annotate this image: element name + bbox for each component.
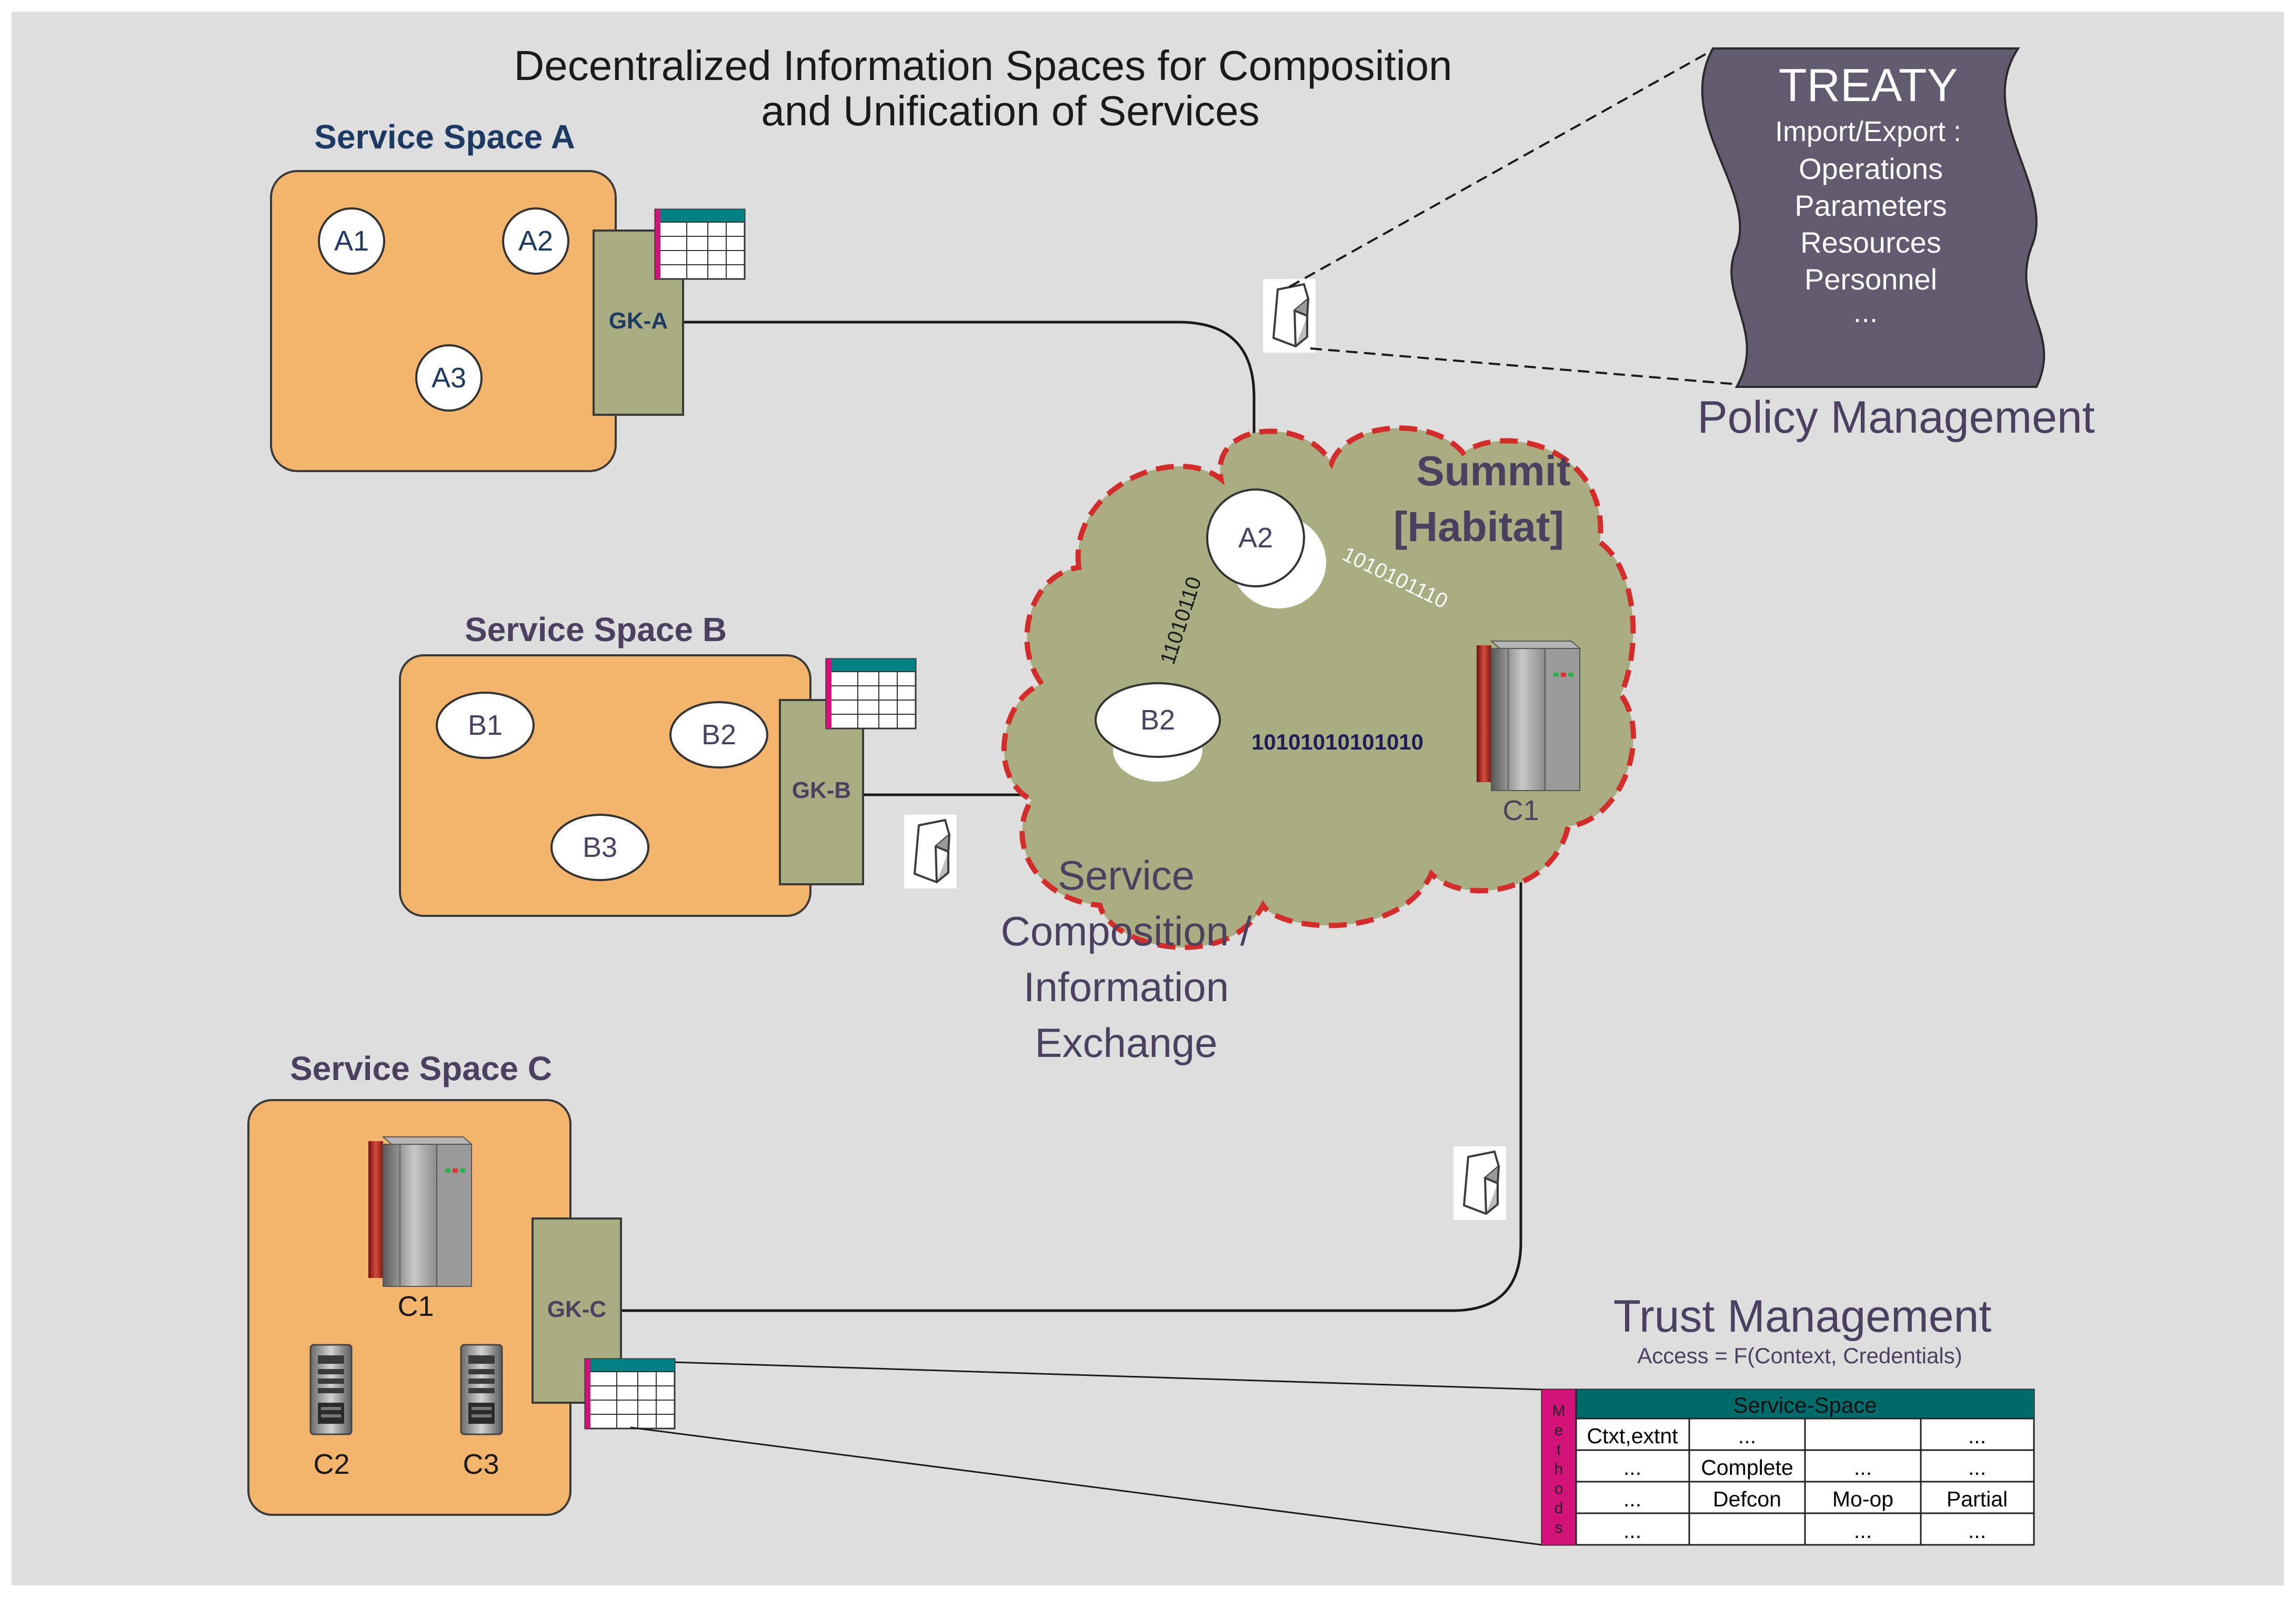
summit-node-a2[interactable]: A2 xyxy=(1206,488,1326,608)
summit-title-line2: [Habitat] xyxy=(1393,503,1564,550)
space-a-node-1[interactable]: A1 xyxy=(318,207,385,275)
service-table-side-letter: e xyxy=(1555,1422,1563,1439)
space-a-node-2-label: A2 xyxy=(518,225,553,257)
summit-node-a2-label: A2 xyxy=(1238,522,1273,554)
service-table-cell: ... xyxy=(1968,1455,1986,1480)
space-a-label: Service Space A xyxy=(314,118,575,156)
service-table-cell: ... xyxy=(1854,1519,1872,1543)
gatekeeper-b[interactable]: GK-B xyxy=(779,699,864,885)
space-b-node-2[interactable]: B2 xyxy=(669,701,768,768)
summit-server-c1-label: C1 xyxy=(1502,795,1539,826)
server-c2-icon[interactable] xyxy=(309,1344,353,1435)
policy-clip-icon-c[interactable] xyxy=(1452,1145,1507,1221)
policy-clip-icon-treaty[interactable] xyxy=(1262,278,1317,354)
server-c1-icon[interactable] xyxy=(367,1136,473,1287)
treaty-document[interactable] xyxy=(1701,47,2046,388)
gatekeeper-a-label: GK-A xyxy=(609,308,668,334)
service-table-cell: Mo-op xyxy=(1832,1487,1893,1511)
treaty-item-3: Parameters xyxy=(1794,189,1947,222)
service-table-side-letter: h xyxy=(1555,1461,1563,1478)
treaty-item-1: Import/Export : xyxy=(1775,116,1961,147)
bitstream-center: 10101010101010 xyxy=(1251,730,1423,754)
service-table-cell: Complete xyxy=(1701,1455,1793,1480)
space-c-label: Service Space C xyxy=(290,1050,552,1087)
service-table-cell: ... xyxy=(1623,1455,1641,1480)
service-table-cell: ... xyxy=(1968,1424,1986,1448)
space-a-node-3[interactable]: A3 xyxy=(415,344,483,412)
summit-node-b2[interactable]: B2 xyxy=(1095,682,1221,782)
service-table-side-letter: s xyxy=(1555,1519,1563,1536)
space-a-box[interactable] xyxy=(270,170,617,472)
service-table-side-letter: o xyxy=(1555,1480,1563,1497)
service-table-header: Service-Space xyxy=(1733,1393,1877,1417)
diagram-title-line2: and Unification of Services xyxy=(761,87,1259,134)
policy-table-icon-b[interactable] xyxy=(825,658,917,730)
policy-management-label: Policy Management xyxy=(1697,392,2094,443)
summit-title-line1: Summit xyxy=(1416,447,1570,494)
service-table-cell: ... xyxy=(1854,1455,1872,1480)
space-b-node-1-label: B1 xyxy=(468,710,503,741)
treaty-item-2: Operations xyxy=(1799,152,1943,185)
gatekeeper-c-label: GK-C xyxy=(547,1296,606,1322)
service-table-cell: Ctxt,extnt xyxy=(1587,1424,1678,1448)
summit-cloud[interactable] xyxy=(1001,425,1636,950)
service-table-cell: Partial xyxy=(1947,1487,2008,1511)
policy-clip-icon-b[interactable] xyxy=(903,814,958,890)
space-b-node-2-label: B2 xyxy=(701,719,736,751)
service-table-cells: Ctxt,extnt......... Complete......... Defc… xyxy=(1587,1424,2008,1543)
diagram-title-line1: Decentralized Information Spaces for Com… xyxy=(514,42,1452,89)
space-b-label: Service Space B xyxy=(465,611,727,648)
service-table-side-bar xyxy=(1542,1390,1576,1545)
composition-line1: Service xyxy=(1058,852,1195,898)
service-table-cell: ... xyxy=(1623,1487,1641,1511)
space-a-node-1-label: A1 xyxy=(334,225,369,257)
service-table-header-bar xyxy=(1576,1390,2034,1419)
composition-line4: Exchange xyxy=(1035,1020,1218,1066)
service-table-side-letter: d xyxy=(1555,1500,1563,1517)
server-c2-label: C2 xyxy=(313,1449,349,1480)
space-a-node-2[interactable]: A2 xyxy=(502,207,569,275)
policy-table-icon-a[interactable] xyxy=(654,208,746,280)
space-b-node-3-label: B3 xyxy=(583,832,617,863)
trust-management-title: Trust Management xyxy=(1613,1291,1992,1342)
server-c1-label: C1 xyxy=(397,1291,434,1322)
space-a-node-3-label: A3 xyxy=(432,362,466,394)
summit-server-c1-icon[interactable] xyxy=(1476,640,1581,792)
treaty-item-6: ... xyxy=(1853,295,1878,328)
server-c3-icon[interactable] xyxy=(460,1344,503,1435)
link-gk-a-to-summit xyxy=(683,321,1256,479)
trust-management-subtitle: Access = F(Context, Credentials) xyxy=(1637,1343,1962,1368)
service-table-side-letter: M xyxy=(1552,1402,1566,1420)
composition-line3: Information xyxy=(1024,964,1229,1010)
summit-node-b2-label: B2 xyxy=(1140,704,1175,736)
service-table-cell: ... xyxy=(1738,1424,1756,1448)
gatekeeper-b-label: GK-B xyxy=(792,777,851,803)
service-table-side-letter: t xyxy=(1557,1441,1561,1459)
policy-table-icon-c[interactable] xyxy=(584,1358,676,1430)
treaty-title: TREATY xyxy=(1779,59,1958,111)
service-table-cell: ... xyxy=(1623,1519,1641,1543)
space-b-node-1[interactable]: B1 xyxy=(436,692,535,759)
link-gk-c-to-summit xyxy=(621,821,1522,1312)
composition-line2: Composition / xyxy=(1001,908,1252,954)
service-table-cell: Defcon xyxy=(1713,1487,1781,1511)
service-table-cell: ... xyxy=(1968,1519,1986,1543)
treaty-item-4: Resources xyxy=(1800,226,1941,259)
trust-callout-line-bottom xyxy=(630,1426,1542,1546)
treaty-item-5: Personnel xyxy=(1804,263,1937,296)
space-b-node-3[interactable]: B3 xyxy=(550,814,649,881)
treaty-callout-line-top xyxy=(1289,49,1713,288)
server-c3-label: C3 xyxy=(463,1449,499,1480)
trust-callout-line-top xyxy=(674,1361,1542,1391)
